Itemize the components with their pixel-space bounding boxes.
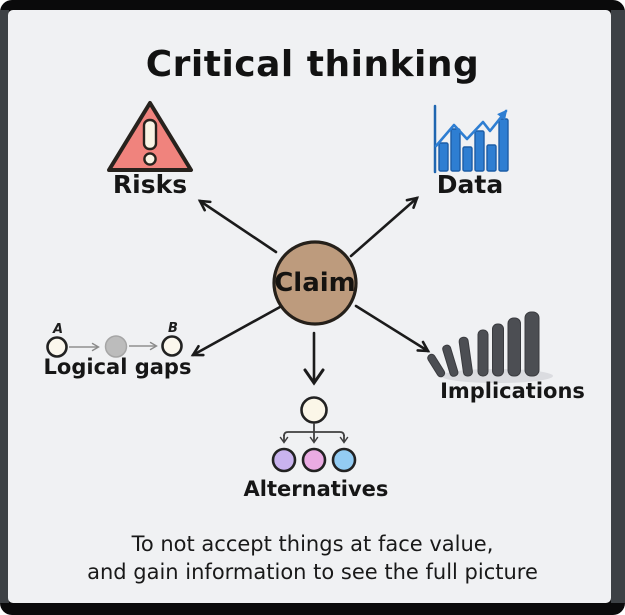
option-node-1 (271, 447, 297, 473)
diagram-title: Critical thinking (145, 44, 480, 85)
risks-label: Risks (112, 170, 188, 199)
arrow-to-risks (197, 199, 278, 254)
warning-triangle-icon (107, 101, 193, 172)
footer-line-1: To not accept things at face value, (131, 532, 494, 556)
chart-trend-icon (433, 104, 509, 174)
option-node-2 (301, 447, 327, 473)
implications-label: Implications (440, 379, 585, 403)
claim-label: Claim (274, 268, 356, 298)
logical-gaps-icon: A B (46, 321, 183, 358)
trend-line (434, 109, 508, 148)
gap-node (104, 335, 128, 358)
arrow-to-data (349, 196, 420, 258)
data-label: Data (436, 170, 504, 199)
arrow-to-logical-gaps (190, 305, 282, 357)
dominoes-icon (427, 311, 553, 383)
point-a-label: A (52, 322, 63, 337)
logical-gaps-label: Logical gaps (43, 355, 192, 379)
point-b-label: B (168, 321, 178, 336)
footer-line-2: and gain information to see the full pic… (87, 560, 538, 584)
claim-node: Claim (272, 240, 358, 326)
chart-bars (438, 118, 509, 172)
option-node-3 (331, 447, 357, 473)
arrow-to-implications (354, 304, 431, 353)
alternatives-label: Alternatives (243, 477, 389, 501)
alternatives-tree-icon (271, 396, 357, 473)
footer-caption: To not accept things at face value, and … (0, 530, 625, 586)
